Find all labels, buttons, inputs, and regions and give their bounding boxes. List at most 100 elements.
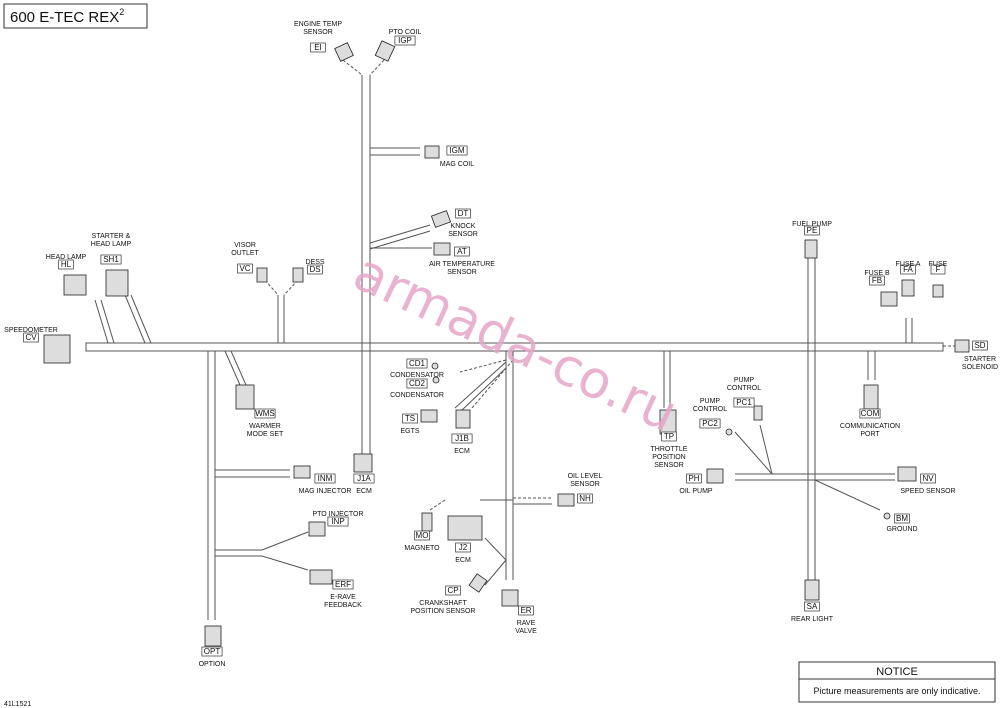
connector-code: IGP: [398, 36, 412, 45]
connector-code: PC1: [736, 398, 752, 407]
component-description: FUSE B: [864, 270, 890, 277]
notice-box: NOTICE Picture measurements are only ind…: [798, 661, 996, 703]
connector-code: HL: [61, 260, 72, 269]
component-description: WARMER: [249, 423, 281, 430]
code-box: [518, 605, 534, 616]
code-box: [451, 433, 473, 444]
component-description: PTO COIL: [389, 29, 422, 36]
code-box: [23, 332, 39, 343]
connector-code: NH: [579, 494, 591, 503]
connector-code: IGM: [449, 146, 464, 155]
component-description: RAVE: [517, 620, 536, 627]
connector-code: AT: [457, 247, 467, 256]
component-description: AIR TEMPERATURE: [429, 261, 495, 268]
component-description: POSITION: [652, 454, 685, 461]
notice-heading: NOTICE: [876, 666, 918, 678]
connector-code: PE: [807, 226, 818, 235]
component-description: GROUND: [886, 526, 917, 533]
component-description: FUSE A: [896, 261, 921, 268]
component-ts: TS EGTS: [400, 413, 420, 435]
component-description: SENSOR: [303, 29, 333, 36]
code-box: [930, 264, 946, 275]
component-description: HEAD LAMP: [91, 241, 132, 248]
component-inm: INM MAG INJECTOR: [299, 473, 352, 495]
component-description: SENSOR: [448, 231, 478, 238]
component-description: SPEEDOMETER: [4, 327, 58, 334]
component-description: SENSOR: [447, 269, 477, 276]
code-box: [310, 42, 326, 53]
component-description: MODE SET: [247, 431, 284, 438]
component-description: VALVE: [515, 628, 537, 635]
component-description: SENSOR: [570, 481, 600, 488]
connector-code: SA: [807, 602, 818, 611]
component-description: PTO INJECTOR: [312, 511, 363, 518]
component-description: CRANKSHAFT: [419, 600, 467, 607]
svg-text:600 E-TEC REX2: 600 E-TEC REX2: [10, 7, 124, 26]
component-description: EGTS: [400, 428, 419, 435]
component-description: POSITION SENSOR: [411, 608, 476, 615]
connector-code: COM: [861, 409, 880, 418]
component-description: OUTLET: [231, 250, 259, 257]
title-main: 600 E-TEC REX: [10, 9, 119, 26]
component-description: OIL PUMP: [679, 488, 713, 495]
component-description: KNOCK: [451, 223, 476, 230]
connector-code: OPT: [204, 647, 221, 656]
connector-code: TP: [664, 432, 674, 441]
connector-code: INM: [318, 474, 333, 483]
connector-code: F: [936, 265, 941, 274]
code-box: [58, 259, 74, 270]
code-box: [972, 340, 988, 351]
component-description: ECM: [356, 488, 372, 495]
connector-code: ER: [520, 606, 531, 615]
connector-code: DS: [309, 265, 320, 274]
connector-code: ERF: [335, 580, 351, 589]
component-description: ECM: [454, 448, 470, 455]
component-description: MAG INJECTOR: [299, 488, 352, 495]
code-box: [804, 225, 820, 236]
component-description: CONTROL: [727, 385, 761, 392]
component-description: SOLENOID: [962, 364, 998, 371]
code-box: [733, 397, 755, 408]
component-description: FUEL PUMP: [792, 221, 832, 228]
connector-code: SH1: [103, 255, 119, 264]
component-description: CONDENSATOR: [390, 392, 444, 399]
code-box: [237, 263, 253, 274]
connector-code: FB: [872, 276, 882, 285]
component-description: OIL LEVEL: [568, 473, 603, 480]
connector-code: NV: [922, 474, 934, 483]
connector-symbols: [43, 40, 970, 647]
code-box: [699, 418, 721, 429]
connector-code: DT: [458, 209, 469, 218]
code-box: [406, 378, 428, 389]
component-description: FEEDBACK: [324, 602, 362, 609]
component-description: CONTROL: [693, 406, 727, 413]
component-description: SPEED SENSOR: [900, 488, 955, 495]
code-box: [661, 431, 677, 442]
connector-code: EI: [314, 43, 322, 52]
component-description: HEAD LAMP: [46, 254, 87, 261]
connector-code: TS: [405, 414, 415, 423]
connector-code: CP: [447, 586, 458, 595]
code-box: [455, 208, 471, 219]
